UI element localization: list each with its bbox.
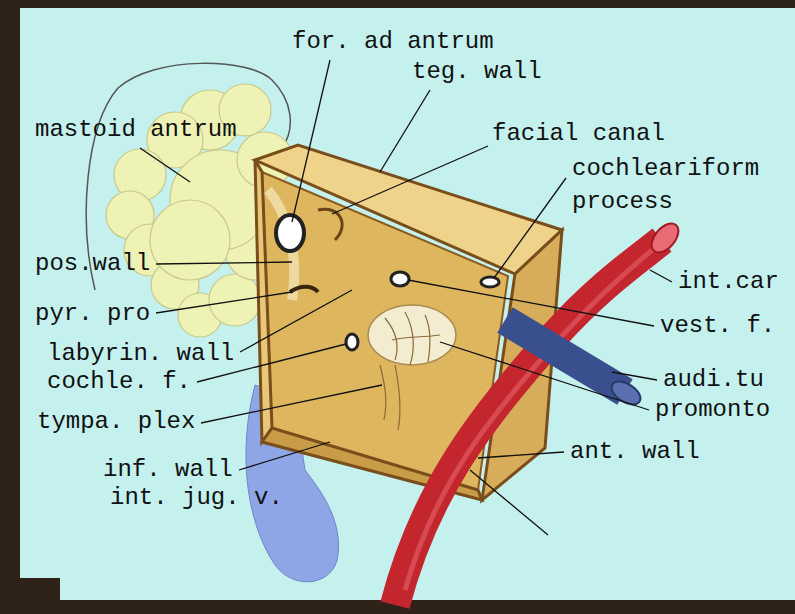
carotid-artery [395, 240, 662, 605]
slide-ground [20, 8, 795, 600]
aditus-foramen [276, 215, 304, 251]
part-label: pos.wall [35, 250, 150, 278]
pyramidal-eminence [290, 287, 318, 292]
cochleariform-process [481, 277, 499, 287]
part-label: tympa. plex [37, 408, 195, 436]
part-label: int.car [678, 268, 779, 296]
part-label: vest. f. [660, 312, 775, 340]
part-label: int. jug. v. [110, 484, 283, 512]
posterior-wall [255, 160, 272, 442]
carotid-lumen [646, 219, 683, 258]
part-label: ant. wall [570, 438, 700, 466]
tympanic-plexus [380, 312, 440, 430]
part-label: cochle. f. [47, 368, 191, 396]
auditory-tube [505, 320, 625, 392]
part-label: facial canal [492, 120, 665, 148]
round-window [346, 334, 358, 350]
part-label: teg. wall [412, 58, 542, 86]
facial-canal [318, 209, 342, 240]
part-label: mastoid antrum [35, 116, 237, 144]
part-label: inf. wall [103, 456, 233, 484]
carotid-highlight [405, 248, 655, 590]
part-label: labyrin. wall [47, 340, 234, 368]
part-label: pyr. pro [35, 300, 150, 328]
part-label: audi.tu [663, 366, 764, 394]
tube-end [608, 377, 645, 409]
oval-window [391, 272, 409, 286]
part-label: for. ad antrum [292, 28, 494, 56]
screen-corner [0, 578, 60, 614]
part-label: promonto [655, 396, 770, 424]
part-label: cochleariform process [572, 152, 787, 218]
promontory [368, 305, 456, 365]
